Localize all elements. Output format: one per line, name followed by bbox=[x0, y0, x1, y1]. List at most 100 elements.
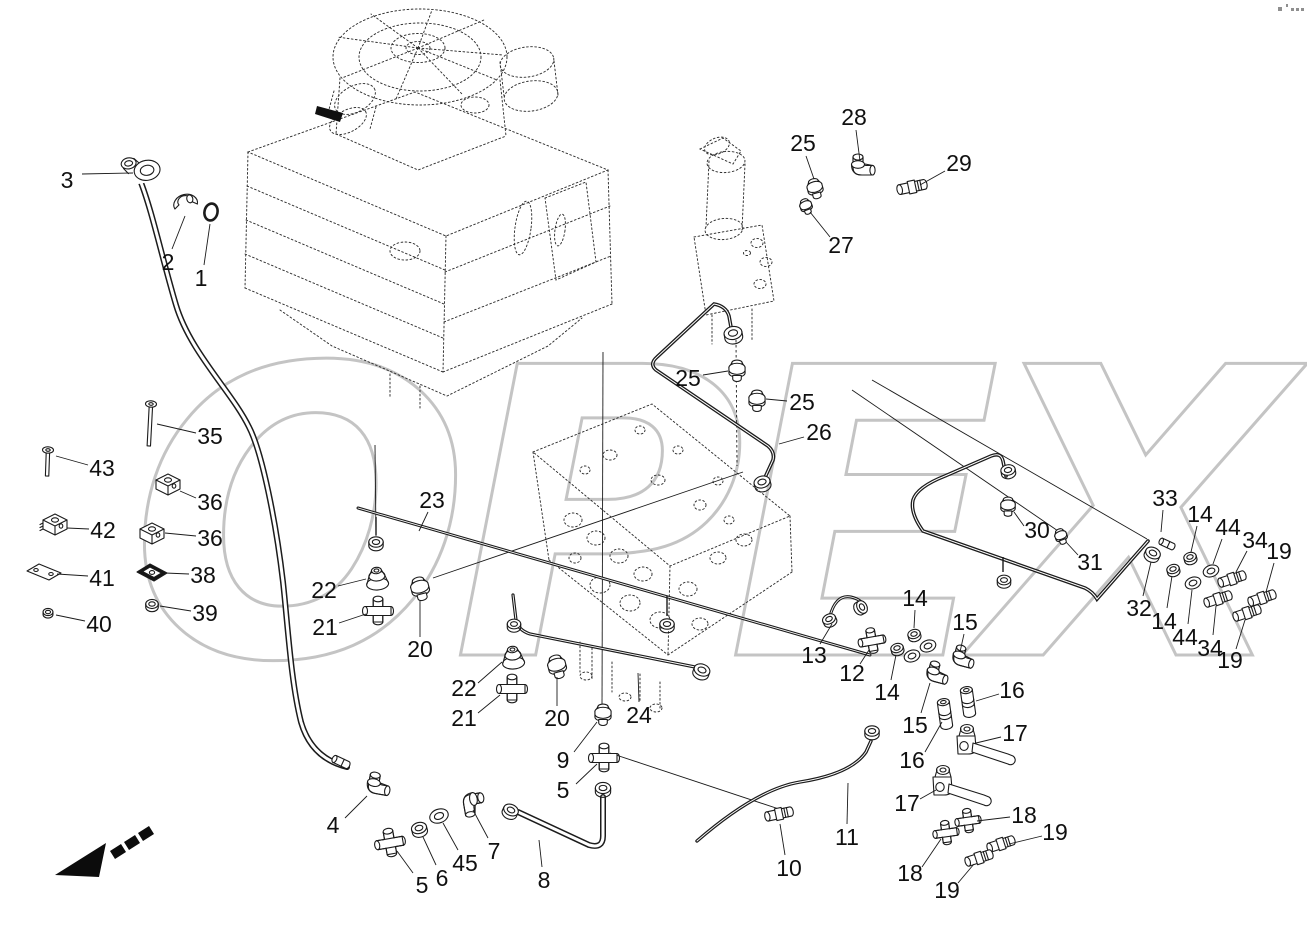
part-elbow bbox=[462, 792, 485, 818]
tank-fan-path bbox=[336, 36, 419, 49]
part-coupler bbox=[896, 178, 928, 196]
part-washer bbox=[919, 639, 937, 653]
callout-leader-34 bbox=[1235, 550, 1248, 573]
callout-19: 19 bbox=[1266, 538, 1292, 564]
part-block42 bbox=[39, 513, 68, 536]
callout-leader-17 bbox=[919, 789, 937, 800]
callout-43: 43 bbox=[89, 455, 115, 481]
tank-fan-path bbox=[417, 19, 485, 49]
part-plug bbox=[594, 703, 612, 727]
part-nut bbox=[501, 803, 519, 820]
callout-leader-9 bbox=[573, 721, 598, 753]
part-cyl bbox=[959, 686, 977, 718]
tank-caps-detail bbox=[389, 241, 421, 261]
callout-leader-12 bbox=[859, 649, 870, 665]
tank-fan-detail bbox=[390, 33, 446, 63]
part-coupler bbox=[986, 835, 1016, 853]
callout-leader-24 bbox=[637, 672, 640, 703]
callout-23: 23 bbox=[419, 487, 445, 513]
hydraulic-tank-path bbox=[442, 303, 613, 373]
callout-20: 20 bbox=[544, 705, 570, 731]
callout-leader-18 bbox=[976, 816, 1011, 822]
callout-44: 44 bbox=[1172, 624, 1198, 650]
control-valve-block-detail bbox=[586, 530, 606, 546]
control-valve-block-detail bbox=[712, 476, 724, 486]
callout-leader-32 bbox=[1142, 561, 1152, 597]
callout-1: 1 bbox=[195, 265, 208, 291]
callout-leader-8 bbox=[538, 839, 543, 868]
direction-arrow-icon bbox=[55, 826, 154, 877]
control-valve-block-detail bbox=[579, 671, 593, 681]
callout-leader-34 bbox=[1212, 605, 1217, 636]
callout-18: 18 bbox=[1011, 802, 1037, 828]
part-tee bbox=[954, 807, 982, 834]
callout-leader-21 bbox=[338, 613, 367, 624]
callout-leader-5 bbox=[396, 850, 414, 874]
part-tee bbox=[495, 673, 529, 704]
callout-leader-40 bbox=[55, 614, 86, 622]
callout-25: 25 bbox=[789, 389, 815, 415]
tank-caps-detail bbox=[460, 96, 490, 114]
callout-leader-19 bbox=[1008, 835, 1043, 845]
priority-valve-detail bbox=[706, 150, 746, 174]
part-tee bbox=[361, 595, 395, 626]
part-washer bbox=[429, 808, 449, 824]
callout-leader-35 bbox=[156, 423, 197, 434]
callout-leader-14 bbox=[913, 609, 916, 629]
callout-27: 27 bbox=[828, 232, 854, 258]
callout-leader-15 bbox=[920, 682, 931, 714]
tank-fan-path bbox=[417, 47, 498, 81]
callout-36: 36 bbox=[197, 489, 223, 515]
hydraulic-tank-path bbox=[246, 185, 446, 271]
callout-leader-36 bbox=[164, 532, 197, 537]
callout-36: 36 bbox=[197, 525, 223, 551]
control-valve-block-detail bbox=[618, 692, 632, 702]
control-valve-block-detail bbox=[619, 594, 641, 612]
part-nut bbox=[1143, 546, 1161, 563]
part-sleeve bbox=[173, 193, 198, 210]
corner-mark-glyph bbox=[1301, 8, 1304, 11]
corner-print-artifact bbox=[1278, 4, 1304, 11]
hydraulic-tank-path bbox=[244, 287, 444, 373]
part-nut bbox=[996, 574, 1012, 589]
tank-fan-detail bbox=[405, 41, 431, 55]
tank-fan-detail bbox=[358, 22, 482, 92]
part-elbow bbox=[850, 153, 876, 176]
callout-14: 14 bbox=[1151, 608, 1177, 634]
priority-valve-detail bbox=[704, 217, 744, 241]
suction-hose-3 bbox=[137, 177, 350, 770]
callout-8: 8 bbox=[538, 867, 551, 893]
hydraulic-tank-path bbox=[443, 255, 612, 323]
callout-21: 21 bbox=[451, 705, 477, 731]
part-coupler bbox=[964, 849, 994, 867]
priority-valve-detail bbox=[743, 250, 751, 256]
priority-valve-path bbox=[698, 137, 742, 165]
part-plug bbox=[748, 389, 766, 413]
part-washer bbox=[1202, 564, 1220, 578]
callout-42: 42 bbox=[90, 517, 116, 543]
part-tee bbox=[857, 627, 887, 654]
part-coupler bbox=[1217, 570, 1247, 588]
tank-caps-path bbox=[327, 90, 335, 114]
callout-leader-44 bbox=[1187, 589, 1193, 625]
callout-14: 14 bbox=[874, 679, 900, 705]
callout-leader-41 bbox=[56, 573, 89, 577]
part-bolt bbox=[144, 400, 158, 447]
tank-caps-detail bbox=[499, 46, 555, 78]
callout-11: 11 bbox=[835, 824, 859, 850]
callout-leader-42 bbox=[66, 527, 90, 530]
parts-layer bbox=[26, 152, 1277, 867]
tube-26-inner bbox=[652, 303, 774, 485]
part-capnut bbox=[502, 645, 526, 670]
tank-fan-path bbox=[417, 9, 433, 49]
callout-leader-16 bbox=[975, 693, 1000, 702]
callout-leader-6 bbox=[422, 836, 437, 866]
priority-valve-path bbox=[705, 160, 710, 228]
part-plug bbox=[410, 576, 431, 602]
callout-30: 30 bbox=[1024, 517, 1050, 543]
callout-19: 19 bbox=[1042, 819, 1068, 845]
part-nut bbox=[659, 618, 675, 634]
part-plug bbox=[1000, 496, 1016, 517]
callout-leader-25 bbox=[765, 398, 788, 402]
